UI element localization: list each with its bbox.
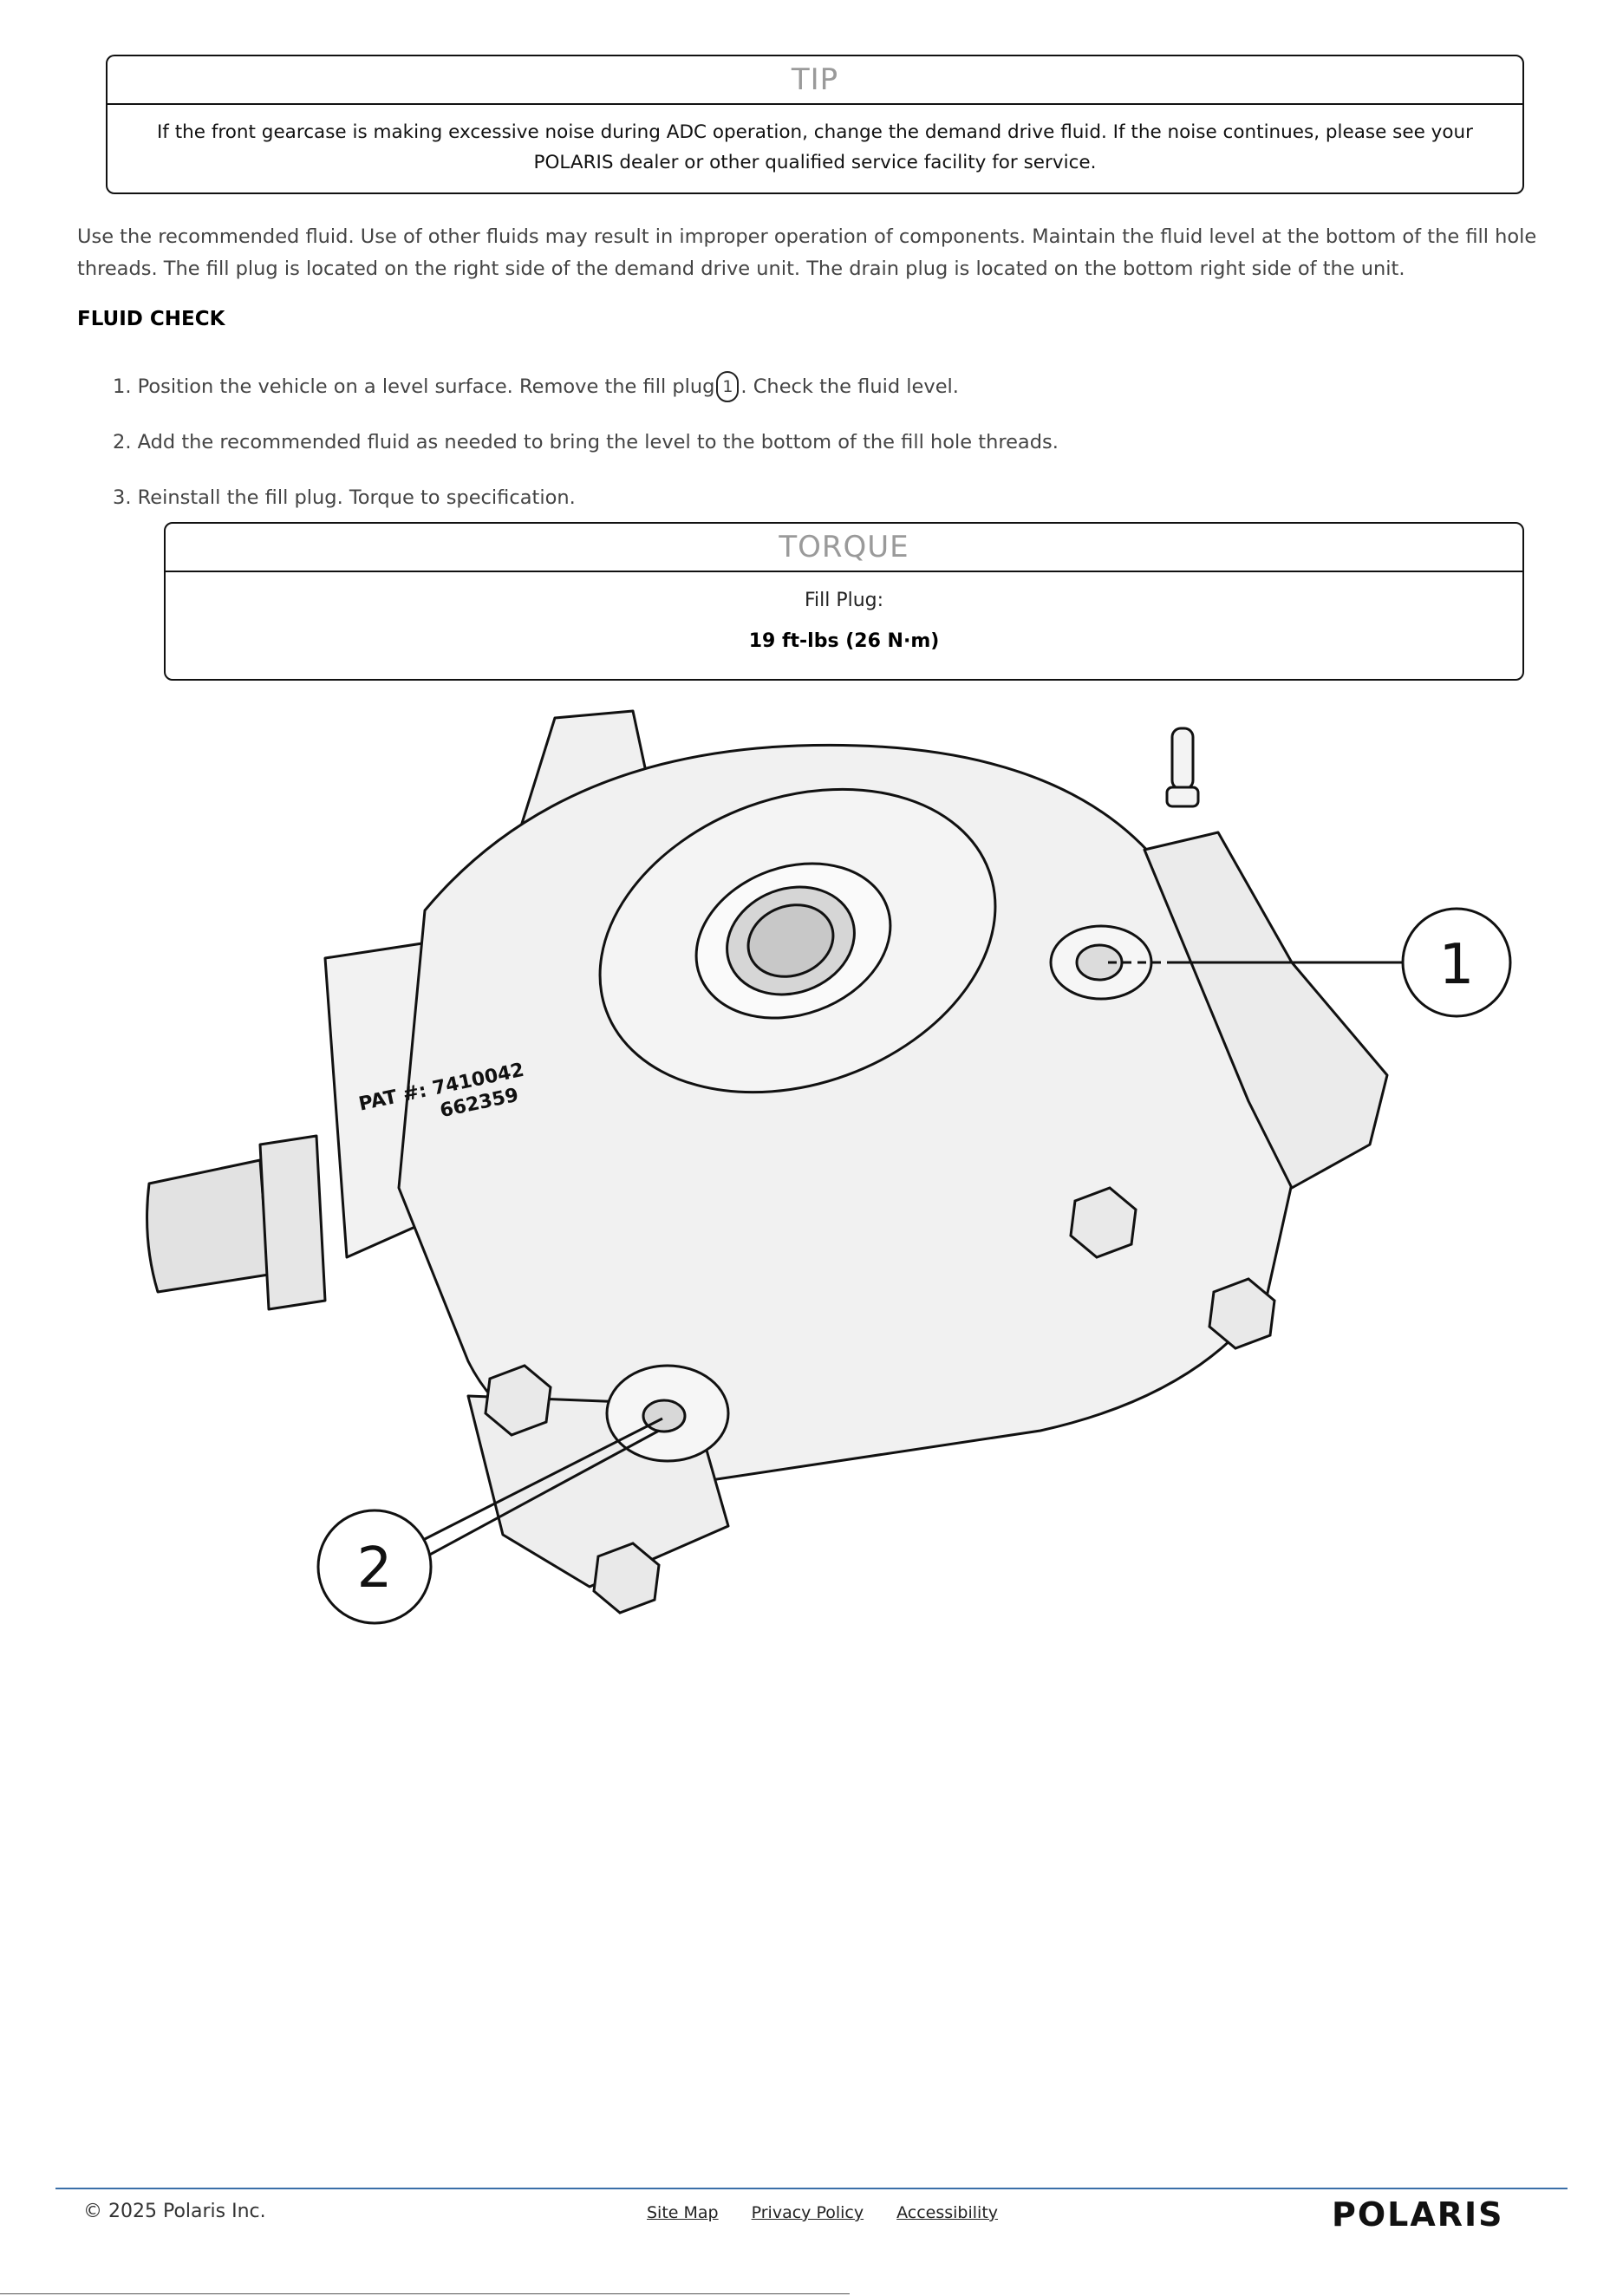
tip-title: TIP: [108, 56, 1522, 105]
step-text-continued: . Check the fluid level.: [740, 375, 959, 398]
callout-1-label: 1: [1439, 933, 1475, 997]
footer-link-privacy-policy[interactable]: Privacy Policy: [751, 2203, 864, 2222]
torque-value: 19 ft-lbs (26 N·m): [748, 630, 940, 652]
page-bottom-rule: [0, 2293, 850, 2294]
footer-links: Site Map Privacy Policy Accessibility: [647, 2203, 998, 2222]
callout-marker: 1: [716, 371, 740, 402]
step-number: 2.: [113, 431, 132, 453]
footer-divider: [55, 2188, 1568, 2189]
torque-title: TORQUE: [166, 524, 1522, 572]
step-text: Position the vehicle on a level surface.…: [137, 375, 715, 398]
section-heading-fluid-check: FLUID CHECK: [77, 308, 225, 330]
footer-copyright: © 2025 Polaris Inc.: [83, 2201, 266, 2222]
torque-box: TORQUE Fill Plug: 19 ft-lbs (26 N·m): [164, 522, 1524, 681]
step-item: 3. Reinstall the fill plug. Torque to sp…: [113, 470, 1059, 525]
step-number: 3.: [113, 486, 132, 509]
polaris-logo: POLARIS: [1332, 2195, 1504, 2234]
step-number: 1.: [113, 375, 132, 398]
footer-link-site-map[interactable]: Site Map: [647, 2203, 719, 2222]
intro-paragraph: Use the recommended fluid. Use of other …: [77, 225, 1537, 280]
tip-box: TIP If the front gearcase is making exce…: [106, 55, 1524, 194]
step-item: 1. Position the vehicle on a level surfa…: [113, 359, 1059, 414]
callout-1: 1: [1401, 907, 1512, 1018]
fluid-check-steps: 1. Position the vehicle on a level surfa…: [113, 359, 1059, 525]
step-text: Reinstall the fill plug. Torque to speci…: [137, 486, 576, 509]
gearcase-illustration: PAT #: 7410042 662359 1 2: [146, 709, 1512, 1625]
step-item: 2. Add the recommended fluid as needed t…: [113, 414, 1059, 470]
callout-2-label: 2: [357, 1536, 393, 1601]
step-text: Add the recommended fluid as needed to b…: [137, 431, 1059, 453]
tip-text: If the front gearcase is making excessiv…: [156, 121, 1474, 173]
footer-link-accessibility[interactable]: Accessibility: [896, 2203, 999, 2222]
callout-2: 2: [316, 1509, 433, 1625]
torque-label: Fill Plug:: [804, 590, 884, 611]
